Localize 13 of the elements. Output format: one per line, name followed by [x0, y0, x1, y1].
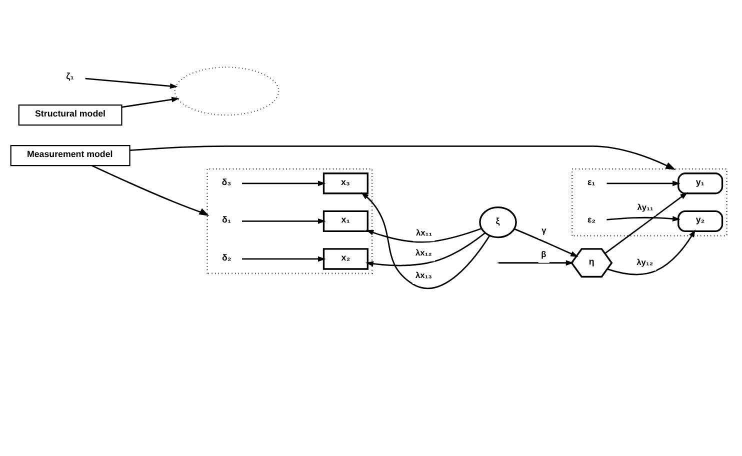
node-text: ε₂ — [587, 214, 596, 225]
edge-label: λx₁₂ — [415, 247, 432, 258]
edge-label: λx₁₁ — [416, 227, 432, 238]
node-text: ε₁ — [587, 176, 596, 187]
edge-label: λy₁₂ — [636, 256, 654, 267]
node-text: δ₃ — [222, 176, 232, 187]
edge-label: β — [541, 249, 546, 260]
edge-label: λy₁₁ — [637, 202, 654, 212]
node-text: δ₁ — [222, 214, 232, 225]
edge-label: γ — [542, 225, 546, 236]
node-text: ζ₁ — [66, 70, 74, 81]
edge-label: λx₁₃ — [415, 270, 432, 280]
node-text: δ₂ — [222, 252, 232, 263]
